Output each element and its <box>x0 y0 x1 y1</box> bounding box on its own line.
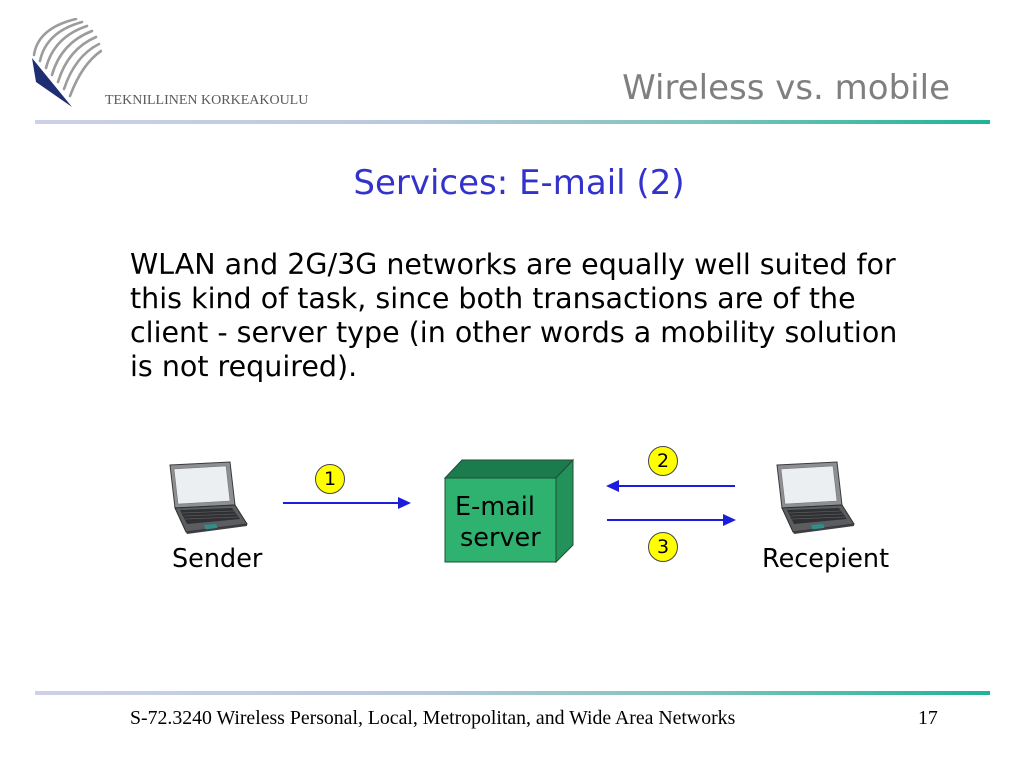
laptop-keyboard <box>180 508 240 524</box>
server-side-face <box>555 458 574 564</box>
logo-stripe <box>68 49 102 98</box>
keyboard-row <box>181 510 235 514</box>
keyboard-row <box>184 516 239 520</box>
body-text-line: client - server type (in other words a m… <box>130 316 898 349</box>
step-badge-2: 2 <box>648 446 678 476</box>
header-divider <box>35 120 990 124</box>
sender-laptop-icon <box>169 461 248 534</box>
step-2-arrow <box>606 480 735 492</box>
body-text-line: WLAN and 2G/3G networks are equally well… <box>130 248 896 281</box>
recipient-laptop-icon <box>776 461 855 534</box>
arrow-right-icon <box>398 497 411 509</box>
recipient-label: Recepient <box>762 544 890 574</box>
keyboard-row <box>788 510 842 514</box>
arrow-left-icon <box>606 480 619 492</box>
email-server-icon <box>443 458 575 564</box>
body-text-line: is not required). <box>130 350 358 383</box>
keyboard-row <box>183 513 237 517</box>
step-badge-3: 3 <box>648 532 678 562</box>
keyboard-row <box>790 513 844 517</box>
body-paragraph: WLAN and 2G/3G networks are equally well… <box>130 248 897 384</box>
step-3-arrow <box>607 514 736 526</box>
server-label-line: E-mail <box>455 492 535 522</box>
step-1-arrow <box>283 497 411 509</box>
laptop-screen <box>780 465 838 505</box>
step-badge-1: 1 <box>315 464 345 494</box>
logo-stripe <box>32 18 78 57</box>
sender-label: Sender <box>172 544 263 574</box>
laptop-front-edge <box>186 524 247 534</box>
logo-stripe <box>62 42 101 91</box>
arrow-right-icon <box>723 514 736 526</box>
logo-stripe <box>50 29 94 77</box>
body-text-line: this kind of task, since both transactio… <box>130 282 856 315</box>
footer-course-title: S-72.3240 Wireless Personal, Local, Metr… <box>130 707 736 729</box>
university-logo-icon <box>32 18 102 107</box>
logo-triangle <box>32 58 72 107</box>
laptop-screen <box>173 465 231 505</box>
logo-stripe <box>44 24 89 70</box>
page-number: 17 <box>918 707 938 729</box>
laptop-keyboard <box>787 508 847 524</box>
laptop-front-edge <box>793 524 854 534</box>
logo-stripe <box>56 35 98 84</box>
section-title: Wireless vs. mobile <box>622 68 950 108</box>
slide-title: Services: E-mail (2) <box>353 163 685 203</box>
logo-stripe <box>38 20 84 63</box>
footer-divider <box>35 691 990 695</box>
server-label-line: server <box>460 523 541 553</box>
keyboard-row <box>791 516 846 520</box>
institution-name: TEKNILLINEN KORKEAKOULU <box>105 93 309 108</box>
server-top-face <box>443 459 575 479</box>
